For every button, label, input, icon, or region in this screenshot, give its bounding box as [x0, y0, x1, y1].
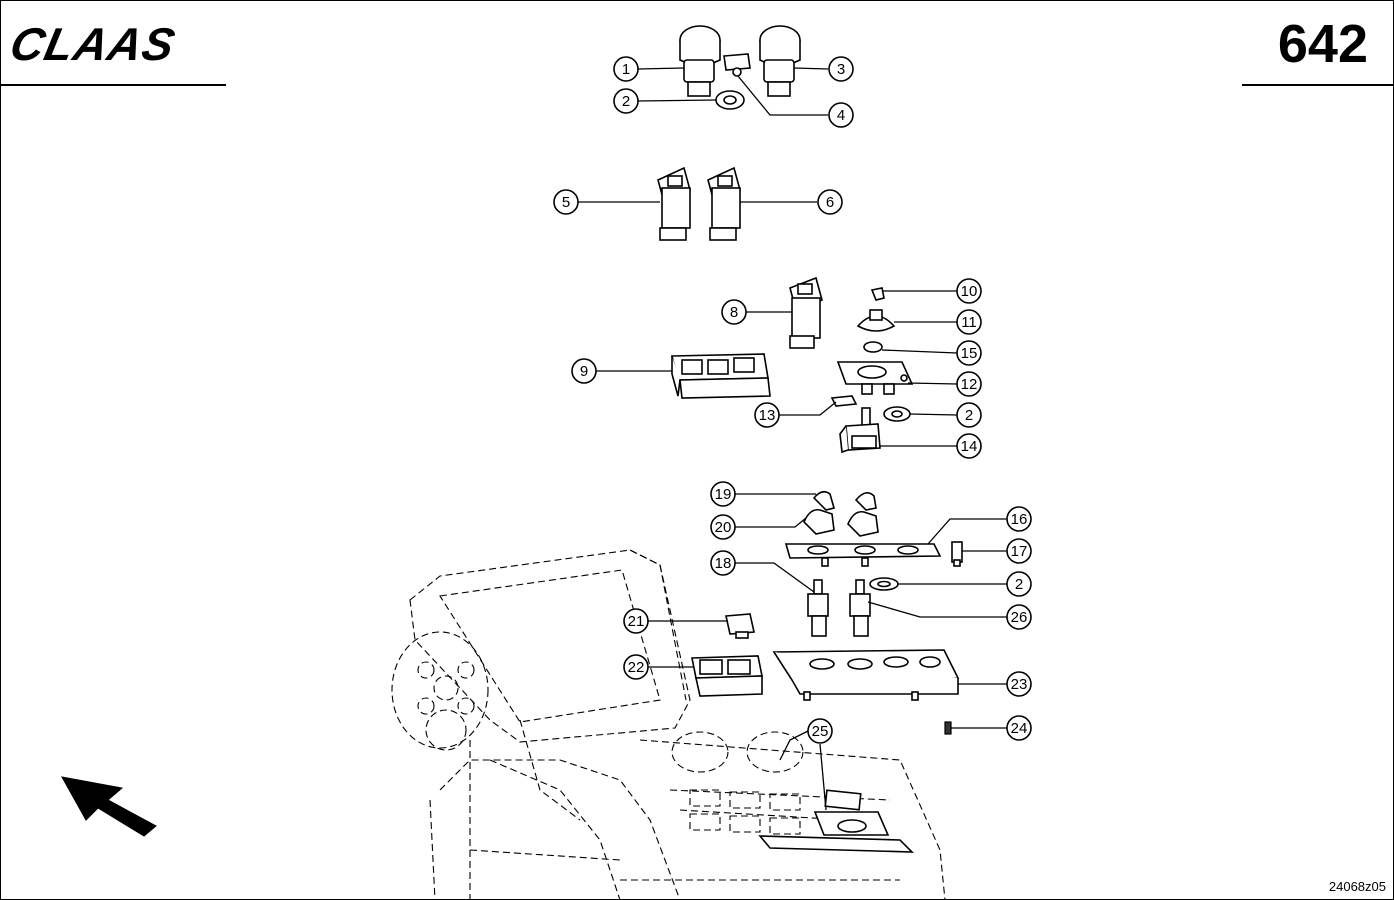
svg-text:3: 3 [837, 61, 845, 78]
callout-11: 11 [956, 309, 982, 335]
svg-text:8: 8 [730, 304, 738, 321]
callout-14: 14 [956, 433, 982, 459]
svg-text:22: 22 [628, 659, 645, 676]
callout-2-panel: 2 [1006, 571, 1032, 597]
callout-17: 17 [1006, 538, 1032, 564]
console-housing [772, 649, 960, 701]
callout-5: 5 [553, 189, 579, 215]
svg-text:17: 17 [1011, 543, 1028, 560]
svg-text:9: 9 [580, 363, 588, 380]
brand-logo: CLAAS [6, 18, 236, 73]
callout-20: 20 [710, 514, 736, 540]
rocker-switch-left [657, 166, 691, 241]
callout-10: 10 [956, 278, 982, 304]
svg-text:13: 13 [759, 407, 776, 424]
drawing-number: 24068z05 [1328, 879, 1386, 894]
svg-text:5: 5 [562, 194, 570, 211]
svg-text:2: 2 [965, 407, 973, 424]
svg-text:14: 14 [961, 438, 978, 455]
switch-cap [725, 613, 755, 639]
callout-24: 24 [1006, 715, 1032, 741]
callout-19: 19 [710, 481, 736, 507]
svg-text:2: 2 [622, 93, 630, 110]
indicator-lamp-right [759, 25, 801, 97]
svg-text:25: 25 [812, 723, 829, 740]
callout-9: 9 [571, 358, 597, 384]
svg-text:12: 12 [961, 376, 978, 393]
cover-plates [758, 789, 914, 853]
svg-text:4: 4 [837, 107, 845, 124]
callout-23: 23 [1006, 671, 1032, 697]
svg-text:6: 6 [826, 194, 834, 211]
callout-12: 12 [956, 371, 982, 397]
rotary-switch-group [830, 287, 914, 454]
callout-18: 18 [710, 550, 736, 576]
control-panel-group [784, 490, 963, 637]
callout-6: 6 [817, 189, 843, 215]
callout-3: 3 [828, 56, 854, 82]
callout-16: 16 [1006, 506, 1032, 532]
rocker-switch-right [707, 166, 741, 241]
bulb-holder [723, 53, 751, 77]
callout-21: 21 [623, 608, 649, 634]
svg-text:11: 11 [961, 314, 977, 331]
svg-text:19: 19 [715, 486, 732, 503]
leader-lines [578, 67, 1007, 811]
callout-26: 26 [1006, 604, 1032, 630]
svg-text:10: 10 [961, 283, 978, 300]
header-rule-right [1242, 84, 1394, 86]
svg-text:20: 20 [715, 519, 732, 536]
indicator-lamp-left [679, 25, 721, 97]
callout-2: 2 [613, 88, 639, 114]
svg-text:23: 23 [1011, 676, 1028, 693]
callout-4: 4 [828, 102, 854, 128]
rocker-switch-single [789, 276, 823, 349]
callout-8: 8 [721, 299, 747, 325]
fixing-screw [944, 721, 952, 735]
svg-text:16: 16 [1011, 511, 1028, 528]
callout-2-rotary: 2 [956, 402, 982, 428]
svg-text:18: 18 [715, 555, 732, 572]
sealing-ring-top [715, 90, 745, 110]
svg-text:21: 21 [628, 613, 645, 630]
svg-text:24: 24 [1011, 720, 1028, 737]
callout-15: 15 [956, 340, 982, 366]
svg-text:15: 15 [961, 345, 978, 362]
header-rule-left [0, 84, 226, 86]
callout-1: 1 [613, 56, 639, 82]
brand-text: CLAAS [12, 22, 180, 68]
svg-text:26: 26 [1011, 609, 1028, 626]
switch-frame-double [691, 655, 763, 697]
callout-13: 13 [754, 402, 780, 428]
switch-frame-triple [670, 353, 771, 399]
direction-arrow-icon [61, 776, 157, 837]
callout-25: 25 [807, 718, 833, 744]
claas-logo-icon: CLAAS [6, 18, 180, 69]
callout-22: 22 [623, 654, 649, 680]
svg-text:2: 2 [1015, 576, 1023, 593]
page-number: 642 [1277, 14, 1368, 74]
svg-text:1: 1 [622, 61, 630, 78]
